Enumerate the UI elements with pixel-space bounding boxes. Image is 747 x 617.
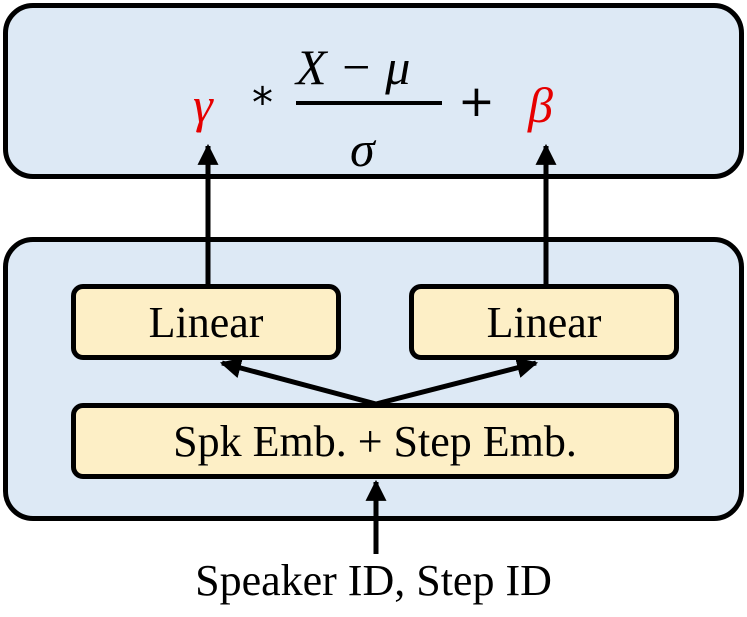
normalization-panel [3, 3, 744, 179]
input-label: Speaker ID, Step ID [195, 556, 552, 605]
linear-beta-label: Linear [486, 297, 602, 347]
fraction-numerator: X − μ [296, 39, 411, 95]
beta-symbol: β [528, 77, 553, 133]
fraction-bar [296, 101, 442, 105]
multiply-operator: * [252, 78, 273, 127]
linear-block-beta: Linear [409, 284, 679, 360]
linear-block-gamma: Linear [71, 284, 341, 360]
fraction-denominator: σ [350, 121, 375, 177]
gamma-symbol: γ [193, 77, 213, 133]
embedding-block: Spk Emb. + Step Emb. [71, 403, 679, 479]
embedding-label: Spk Emb. + Step Emb. [173, 416, 577, 466]
linear-gamma-label: Linear [148, 297, 264, 347]
plus-operator: + [458, 76, 495, 127]
normalization-formula: γ * X − μ σ + β [0, 0, 747, 180]
